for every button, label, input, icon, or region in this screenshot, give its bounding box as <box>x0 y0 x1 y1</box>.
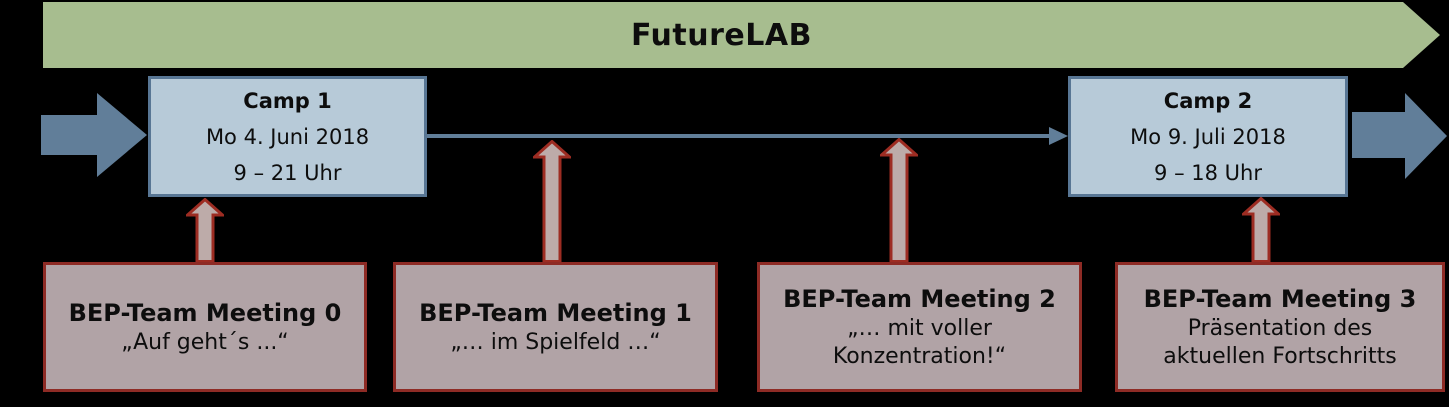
meeting-1-title: BEP-Team Meeting 1 <box>419 299 692 327</box>
camp-2-date: Mo 9. Juli 2018 <box>1130 124 1286 149</box>
meeting-1-box: BEP-Team Meeting 1 „… im Spielfeld …“ <box>393 262 718 392</box>
camp-1-title: Camp 1 <box>243 88 332 113</box>
camp-2-box: Camp 2 Mo 9. Juli 2018 9 – 18 Uhr <box>1068 76 1348 197</box>
meeting-2-up-arrow-icon <box>880 138 918 263</box>
camp-1-date: Mo 4. Juni 2018 <box>205 124 370 149</box>
timeline-exit-arrow-icon <box>1352 93 1447 179</box>
meeting-2-title: BEP-Team Meeting 2 <box>783 285 1056 313</box>
camp-2-time: 9 – 18 Uhr <box>1154 160 1262 185</box>
meeting-0-box: BEP-Team Meeting 0 „Auf geht´s ...“ <box>43 262 367 392</box>
camp-1-box: Camp 1 Mo 4. Juni 2018 9 – 21 Uhr <box>148 76 427 197</box>
meeting-2-box: BEP-Team Meeting 2 „… mit voller Konzent… <box>757 262 1082 392</box>
timeline-connector-arrowhead-icon <box>1049 127 1068 145</box>
meeting-1-up-arrow-icon <box>533 140 571 263</box>
camp-2-title: Camp 2 <box>1163 88 1253 113</box>
meeting-3-subtitle: Präsentation des aktuellen Fortschritts <box>1163 316 1397 369</box>
timeline-connector-line <box>427 134 1051 138</box>
meeting-3-up-arrow-icon <box>1242 197 1280 263</box>
meeting-0-up-arrow-icon <box>186 198 224 263</box>
camp-1-time: 9 – 21 Uhr <box>233 160 342 185</box>
meeting-3-box: BEP-Team Meeting 3 Präsentation des aktu… <box>1115 262 1445 392</box>
banner-title: FutureLAB <box>631 17 812 53</box>
meeting-0-title: BEP-Team Meeting 0 <box>68 299 342 327</box>
banner-arrow: FutureLAB <box>43 2 1440 68</box>
meeting-3-title: BEP-Team Meeting 3 <box>1143 285 1417 313</box>
meeting-1-subtitle: „… im Spielfeld …“ <box>450 330 661 355</box>
meeting-0-subtitle: „Auf geht´s ...“ <box>121 330 289 355</box>
meeting-2-subtitle: „… mit voller Konzentration!“ <box>832 316 1007 369</box>
timeline-entry-arrow-icon <box>41 93 147 177</box>
